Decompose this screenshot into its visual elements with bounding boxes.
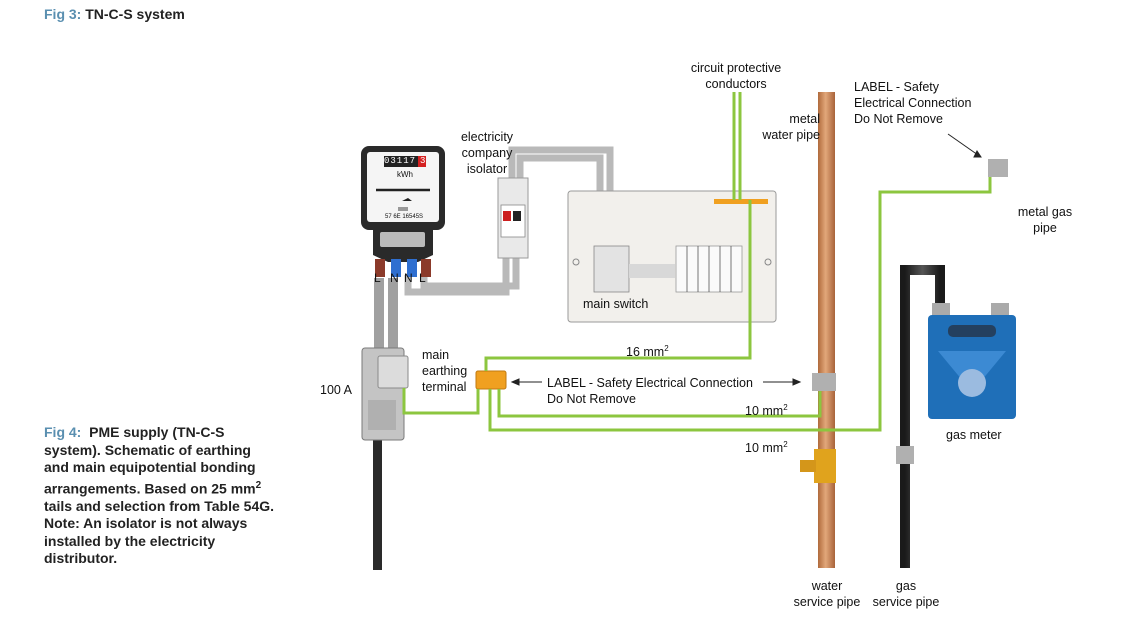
- main-switch-label: main switch: [583, 297, 649, 311]
- water-service-label: water service pipe: [785, 578, 869, 610]
- figure-4-line5: tails and selection from Table 54G.: [44, 497, 275, 514]
- terminal-l2: L: [419, 271, 426, 285]
- met-label-line1: main: [422, 348, 450, 362]
- gas-meter: [928, 303, 1016, 419]
- figure-4-line1: PME supply (TN-C-S: [89, 424, 225, 440]
- figure-4-number: Fig 4:: [44, 424, 82, 440]
- water-pipe-label-line1: metal: [789, 112, 820, 126]
- cable-10mm-b-text: 10 mm: [745, 441, 784, 456]
- cable-10mm-b-sup: 2: [783, 440, 788, 449]
- bonding-conductors: [402, 177, 992, 432]
- label-safety-mid: LABEL - Safety Electrical Connection Do …: [547, 375, 753, 407]
- gas-service-label: gas service pipe: [864, 578, 948, 610]
- water-pipe-label: metal water pipe: [750, 111, 820, 143]
- met-label-line3: terminal: [422, 380, 467, 394]
- meter-tails: [374, 278, 398, 348]
- gas-service-label-line1: gas: [895, 579, 917, 593]
- terminal-l1: L: [374, 271, 381, 285]
- water-pipe-label-line2: water pipe: [762, 128, 820, 142]
- cable-10mm-label-a: 10 mm2: [745, 400, 788, 419]
- figure-3-caption: Fig 3: TN-C-S system: [44, 6, 185, 22]
- gas-meter-label: gas meter: [946, 428, 1002, 442]
- met-label-line2: earthing: [422, 364, 468, 378]
- label-safety-top: LABEL - Safety Electrical Connection Do …: [854, 79, 971, 127]
- service-cutout: [361, 347, 409, 441]
- figure-4-line2: system). Schematic of earthing: [44, 441, 251, 458]
- label-safety-mid-line1: LABEL - Safety Electrical Connection: [547, 376, 753, 390]
- fuse-rating-label: 100 A: [320, 383, 352, 397]
- cable-10mm-label-b: 10 mm2: [745, 437, 788, 456]
- met-label: main earthing terminal: [422, 347, 467, 395]
- cpc-label: circuit protective conductors: [684, 60, 788, 92]
- gas-pipe-label-line1: metal gas: [1017, 205, 1073, 219]
- isolator-label: electricity company isolator: [455, 129, 519, 177]
- label-arrows: [510, 133, 982, 386]
- supply-cable: [373, 440, 382, 570]
- label-safety-top-line2: Electrical Connection: [854, 96, 972, 110]
- isolator-label-line3: isolator: [466, 162, 508, 176]
- terminal-n1: N: [390, 271, 399, 285]
- cable-16mm-sup: 2: [664, 344, 669, 353]
- company-isolator: [497, 177, 529, 259]
- consumer-unit: [567, 190, 777, 323]
- gas-service-label-line2: service pipe: [872, 595, 940, 609]
- figure-4-superscript: 2: [255, 479, 262, 491]
- cable-16mm-label: 16 mm2: [626, 341, 669, 360]
- figure-4-line6: Note: An isolator is not always: [44, 515, 248, 532]
- electricity-meter: [361, 146, 445, 277]
- water-service-label-line2: service pipe: [793, 595, 861, 609]
- label-safety-mid-line2: Do Not Remove: [547, 392, 636, 406]
- cpc-label-line1: circuit protective: [690, 61, 782, 75]
- cable-10mm-a-sup: 2: [783, 403, 788, 412]
- figure-4-line7: installed by the electricity: [44, 532, 216, 549]
- meter-serial: 57 6E 16545S: [385, 214, 424, 220]
- gas-clamps: [896, 159, 1008, 464]
- figure-4-line3: and main equipotential bonding: [44, 459, 256, 475]
- water-pipe: [800, 92, 836, 568]
- figure-4-line4: arrangements. Based on 25 mm: [44, 480, 256, 497]
- circuit-protective-conductors: [732, 92, 742, 200]
- meter-reading: 03117: [384, 156, 417, 166]
- main-earthing-terminal: [475, 370, 507, 390]
- figure-3-title: TN-C-S system: [85, 6, 185, 22]
- figure-3-number: Fig 3:: [44, 6, 82, 22]
- meter-unit: kWh: [397, 170, 413, 179]
- label-safety-top-line3: Do Not Remove: [854, 112, 943, 126]
- figure-4-caption: Fig 4: PME supply (TN-C-S system). Schem…: [44, 424, 294, 568]
- isolator-label-line2: company: [461, 146, 513, 160]
- meter-reading-last: 3: [420, 156, 426, 166]
- isolator-label-line1: electricity: [460, 130, 514, 144]
- cpc-label-line2: conductors: [705, 77, 767, 91]
- figure-4-line8: distributor.: [44, 550, 118, 567]
- gas-pipe: [900, 92, 1003, 568]
- gas-pipe-label: metal gas pipe: [1010, 204, 1080, 236]
- terminal-n2: N: [404, 271, 413, 285]
- gas-pipe-label-line2: pipe: [1033, 221, 1057, 235]
- label-safety-top-line1: LABEL - Safety: [854, 80, 939, 94]
- water-service-label-line1: water: [811, 579, 843, 593]
- cable-10mm-a-text: 10 mm: [745, 404, 784, 419]
- cable-16mm-text: 16 mm: [626, 345, 665, 360]
